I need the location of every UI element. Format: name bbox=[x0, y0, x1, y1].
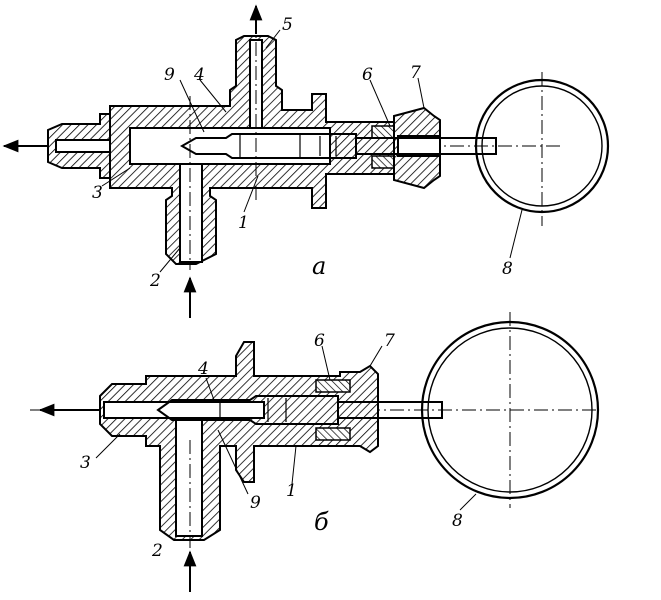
callout-4-b: 4 bbox=[197, 359, 209, 379]
callout-1-b: 1 bbox=[286, 481, 297, 501]
callout-8-a: 8 bbox=[502, 259, 513, 279]
callout-9-b: 9 bbox=[250, 493, 261, 513]
packing-bottom-b bbox=[315, 427, 351, 441]
spindle-a bbox=[355, 137, 497, 155]
figure-b: 4 6 7 3 9 1 2 8 б bbox=[30, 312, 600, 592]
callout-2-a: 2 bbox=[149, 271, 161, 291]
spindle-b bbox=[337, 401, 443, 419]
callout-1-a: 1 bbox=[238, 213, 249, 233]
callout-2-b: 2 bbox=[151, 541, 163, 561]
inlet-bore-b bbox=[175, 417, 203, 537]
callout-7-b: 7 bbox=[384, 331, 395, 351]
callout-6-b: 6 bbox=[314, 331, 325, 351]
callout-5-a: 5 bbox=[282, 15, 293, 35]
inlet-bore-a bbox=[179, 153, 203, 263]
packing-top-b bbox=[315, 379, 351, 393]
callout-7-a: 7 bbox=[410, 63, 421, 83]
figure-label-b: б bbox=[314, 508, 329, 536]
callout-3-a: 3 bbox=[92, 183, 103, 203]
figure-a: 9 4 5 6 7 3 1 2 8 а bbox=[2, 4, 610, 318]
callout-4-a: 4 bbox=[193, 65, 205, 85]
callout-9-a: 9 bbox=[164, 65, 175, 85]
nut-bore-a bbox=[397, 135, 441, 157]
figure-label-a: а bbox=[312, 252, 326, 280]
callout-3-b: 3 bbox=[80, 453, 91, 473]
callout-8-b: 8 bbox=[452, 511, 463, 531]
body-b bbox=[99, 341, 379, 541]
outlet-bore-b bbox=[103, 401, 265, 419]
callout-6-a: 6 bbox=[362, 65, 373, 85]
